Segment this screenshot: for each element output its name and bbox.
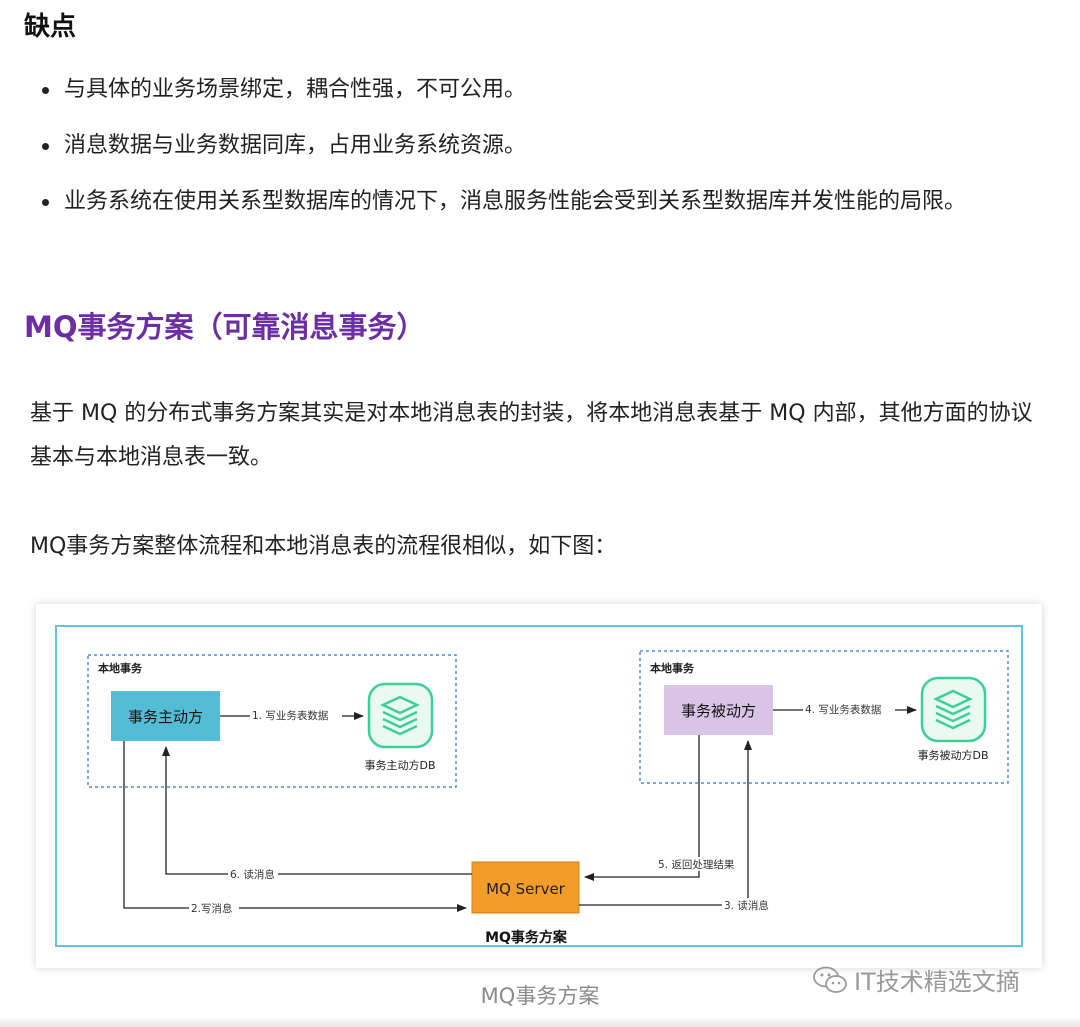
intro-paragraph: 基于 MQ 的分布式事务方案其实是对本地消息表的封装，将本地消息表基于 MQ 内… bbox=[30, 401, 1033, 470]
arrow-step-2 bbox=[123, 741, 467, 912]
diagram-frame bbox=[55, 625, 1023, 947]
step-3-label: 3. 读消息 bbox=[724, 899, 769, 912]
right-local-transaction-group bbox=[639, 650, 1009, 784]
participant-db-icon bbox=[920, 676, 987, 743]
cons-heading: 缺点 bbox=[24, 12, 77, 42]
arrow-step-5 bbox=[584, 735, 700, 881]
initiator-label: 事务主动方 bbox=[128, 708, 203, 726]
participant-db-label: 事务被动方DB bbox=[917, 748, 988, 762]
figure-caption: MQ事务方案 bbox=[480, 984, 600, 1008]
list-item: 业务系统在使用关系型数据库的情况下，消息服务性能会受到关系型数据库并发性能的局限… bbox=[40, 182, 1040, 222]
participant-box bbox=[664, 685, 773, 735]
bottom-shade bbox=[0, 1017, 1080, 1027]
cons-list: 与具体的业务场景绑定，耦合性强，不可公用。 消息数据与业务数据同库，占用业务系统… bbox=[40, 70, 1040, 238]
mq-transaction-diagram: 本地事务 本地事务 事务主动方 事务被动方 MQ Server 事务主动方DB bbox=[55, 625, 1023, 947]
diagram-title: MQ事务方案 bbox=[485, 929, 568, 946]
diagram-figure: 本地事务 本地事务 事务主动方 事务被动方 MQ Server 事务主动方DB bbox=[36, 604, 1042, 968]
list-item: 消息数据与业务数据同库，占用业务系统资源。 bbox=[40, 126, 1040, 166]
arrow-step-6 bbox=[162, 746, 472, 875]
arrow-step-3 bbox=[579, 740, 752, 906]
initiator-db-label: 事务主动方DB bbox=[364, 758, 435, 772]
step-2-label: 2.写消息 bbox=[191, 902, 233, 915]
mq-server-box bbox=[471, 861, 580, 914]
mq-section-heading: MQ事务方案（可靠消息事务） bbox=[24, 310, 426, 344]
watermark: IT技术精选文摘 bbox=[812, 962, 1020, 997]
wechat-icon bbox=[813, 966, 847, 993]
participant-label: 事务被动方 bbox=[681, 702, 756, 720]
flow-paragraph: MQ事务方案整体流程和本地消息表的流程很相似，如下图： bbox=[30, 534, 617, 559]
step-4-label: 4. 写业务表数据 bbox=[805, 703, 882, 716]
watermark-text: IT技术精选文摘 bbox=[854, 968, 1020, 996]
step-1-label: 1. 写业务表数据 bbox=[252, 709, 329, 722]
left-local-transaction-group bbox=[87, 654, 457, 788]
mq-server-label: MQ Server bbox=[486, 880, 566, 898]
step-5-label: 5. 返回处理结果 bbox=[658, 858, 735, 871]
initiator-db-icon bbox=[367, 682, 434, 749]
list-item: 与具体的业务场景绑定，耦合性强，不可公用。 bbox=[40, 70, 1040, 110]
right-group-label: 本地事务 bbox=[650, 661, 695, 675]
step-6-label: 6. 读消息 bbox=[230, 868, 275, 881]
initiator-box bbox=[111, 691, 220, 741]
left-group-label: 本地事务 bbox=[98, 661, 143, 675]
